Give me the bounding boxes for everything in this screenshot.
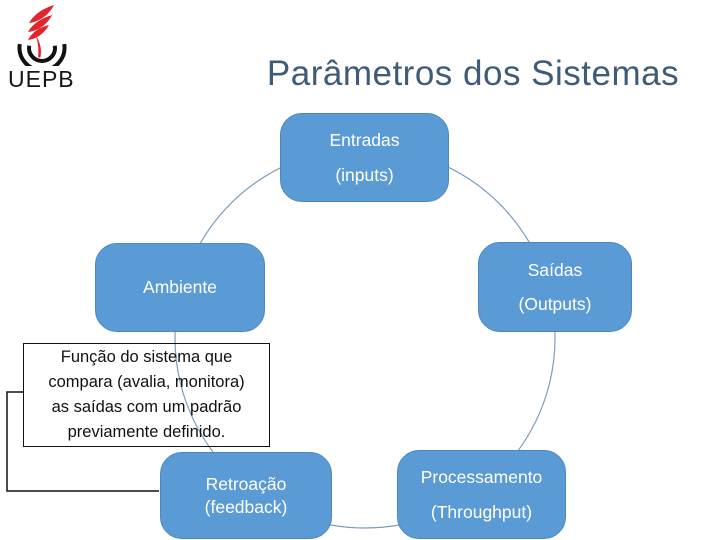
callout-line: compara (avalia, monitora): [48, 373, 245, 391]
node-ambiente: Ambiente: [95, 243, 265, 332]
callout-connector-line: [6, 391, 159, 492]
callout-box: Função do sistema que compara (avalia, m…: [23, 343, 270, 447]
callout-line: Função do sistema que: [60, 348, 233, 366]
node-entradas: Entradas (inputs): [280, 113, 449, 202]
node-label: Ambiente: [143, 277, 217, 298]
uepb-flame-cup-icon: [17, 5, 67, 73]
logo-arcs-icon: [17, 43, 67, 73]
node-sublabel: (Outputs): [518, 294, 592, 314]
node-label: Entradas: [329, 130, 400, 151]
node-label: Retroação: [205, 473, 287, 494]
node-label: Processamento: [420, 467, 543, 488]
node-sublabel: (feedback): [204, 497, 288, 517]
node-sublabel: (Throughput): [430, 501, 533, 522]
node-label: Saídas: [527, 259, 583, 280]
callout-line: previamente definido.: [67, 423, 226, 441]
uepb-logo-text: UEPB: [8, 66, 75, 92]
node-processamento: Processamento (Throughput): [397, 450, 566, 539]
node-sublabel: (inputs): [335, 164, 394, 185]
uepb-logo: UEPB: [6, 4, 116, 96]
slide-title: Parâmetros dos Sistemas: [266, 54, 680, 93]
node-saidas: Saídas (Outputs): [478, 242, 632, 332]
node-retroacao: Retroação (feedback): [160, 452, 332, 539]
flame-icon: [28, 5, 54, 58]
callout-line: as saídas com um padrão: [51, 398, 242, 416]
